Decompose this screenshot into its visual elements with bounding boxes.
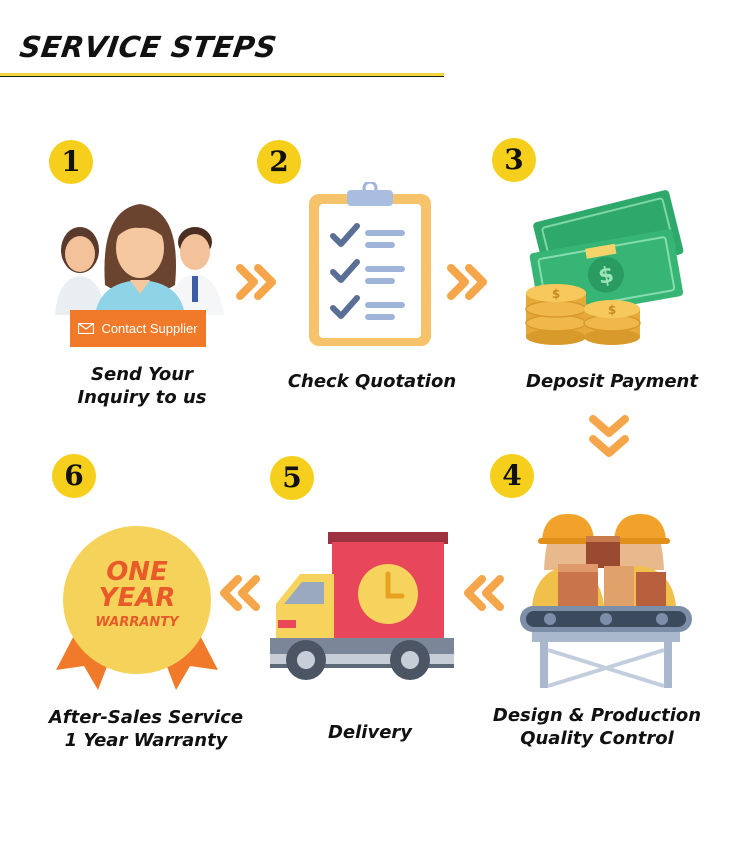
step-6-number-badge: 6 (52, 454, 96, 498)
delivery-truck-icon (270, 532, 454, 680)
double-chevron-arrow-icon (220, 575, 260, 611)
badge-text-year: YEAR (99, 583, 176, 613)
page-title: SERVICE STEPS (17, 30, 279, 64)
double-chevron-arrow-icon (589, 415, 629, 457)
step-6-label: After-Sales Service 1 Year Warranty (48, 707, 244, 751)
step-4-label: Design & Production Quality Control (492, 705, 702, 749)
step-5-label: Delivery (327, 722, 413, 743)
step-1-number-badge: 1 (49, 140, 93, 184)
contact-supplier-label: Contact Supplier (101, 321, 198, 336)
double-chevron-arrow-icon (464, 575, 504, 611)
double-chevron-arrow-icon (447, 264, 487, 300)
step-2-number-badge: 2 (257, 140, 301, 184)
step-5-number-badge: 5 (270, 456, 314, 500)
step-3-number-badge: 3 (492, 138, 536, 182)
step-2-label: Check Quotation (287, 371, 457, 392)
double-chevron-arrow-icon (236, 264, 276, 300)
mail-icon (78, 323, 95, 334)
workers-conveyor-icon (520, 514, 692, 688)
clipboard-checklist-icon (309, 182, 431, 346)
svg-text:$: $ (596, 263, 615, 290)
title-underline (0, 73, 444, 77)
svg-text:$: $ (608, 303, 616, 317)
contact-supplier-button[interactable]: Contact Supplier (70, 310, 206, 347)
step-3-label: Deposit Payment (526, 371, 698, 392)
warranty-medal-icon: ONE YEAR WARRANTY (56, 526, 218, 690)
svg-text:$: $ (552, 287, 560, 301)
people-icon (55, 204, 224, 315)
badge-text-warranty: WARRANTY (95, 615, 180, 630)
step-4-number-badge: 4 (490, 454, 534, 498)
step-1-label: Send Your Inquiry to us (77, 364, 207, 408)
money-coins-icon: $ $ $ (525, 190, 684, 345)
badge-text-one: ONE (106, 557, 168, 587)
